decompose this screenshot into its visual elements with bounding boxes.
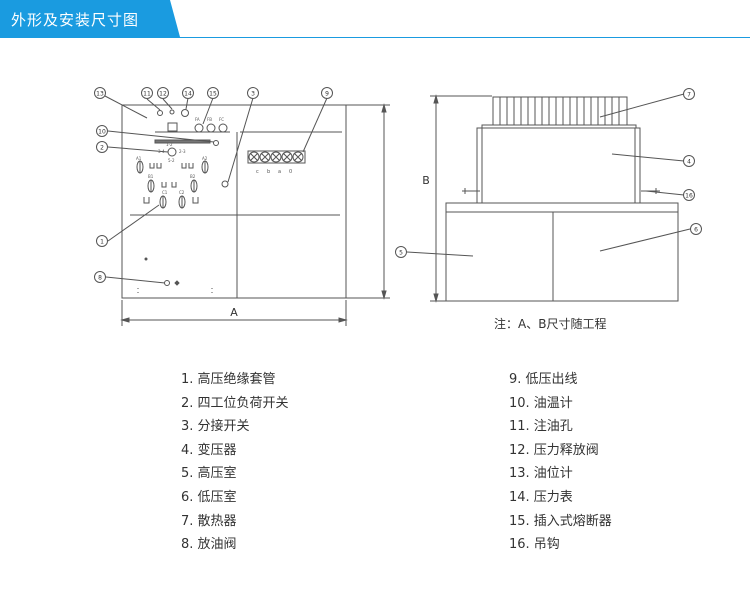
callout-13: 13	[96, 91, 104, 98]
callout-5: 5	[399, 250, 403, 257]
base-rail	[445, 202, 679, 213]
header-title: 外形及安装尺寸图	[11, 11, 140, 29]
legend-left: 1. 高压绝缘套管 2. 四工位负荷开关 3. 分接开关 4. 变压器 5. 高…	[181, 368, 289, 557]
legend-item: 12. 压力释放阀	[509, 442, 599, 458]
switch-label-b2: B2	[190, 174, 196, 179]
switch-label-c2: C2	[179, 190, 185, 195]
legend-item: 9. 低压出线	[509, 372, 578, 387]
legend-item: 3. 分接开关	[181, 419, 250, 435]
header-tab-shape	[0, 0, 180, 37]
low-voltage-outlets	[247, 150, 306, 164]
callout-4: 4	[687, 159, 691, 166]
drain-valve-icon	[164, 280, 170, 286]
fuse-a-icon	[194, 123, 204, 133]
callout-3: 3	[251, 91, 255, 98]
fuse-b-label: FB	[207, 117, 212, 122]
fuse-c-label: FC	[219, 117, 224, 122]
callout-16: 16	[685, 193, 693, 200]
front-callouts	[94, 87, 333, 283]
tank-top-flange	[481, 124, 637, 129]
legend-item: 15. 插入式熔断器	[509, 513, 612, 529]
fuse-c-icon	[218, 123, 228, 133]
switch-label-c1: C1	[162, 190, 168, 195]
side-view: 7 4 16 5 6 B	[395, 88, 702, 303]
oil-level-gauge-icon	[167, 122, 178, 132]
legend-item: 6. 低压室	[181, 489, 237, 505]
fuse-a-label: FA	[195, 117, 200, 122]
callout-6: 6	[694, 227, 698, 234]
oil-fill-hole-icon	[157, 110, 163, 116]
dimension-a-label: A	[230, 306, 238, 319]
switch-row-2	[147, 179, 198, 193]
height-dimension-b	[430, 94, 492, 303]
front-height-dimension	[346, 103, 390, 300]
callout-11: 11	[143, 91, 151, 98]
oil-thermometer-icon	[213, 140, 219, 146]
callout-14: 14	[184, 91, 192, 98]
dimension-note: 注：A、B尺寸随工程	[494, 317, 607, 331]
bushing-label-b: b	[267, 169, 270, 175]
switch-row-3	[143, 195, 199, 209]
switch-label-b1: B1	[148, 174, 154, 179]
legend-right: 9. 低压出线 10. 油温计 11. 注油孔 12. 压力释放阀 13. 油位…	[509, 368, 612, 557]
four-position-switch-icon	[167, 147, 177, 157]
header-tab: 外形及安装尺寸图	[0, 0, 180, 38]
callout-15: 15	[209, 91, 217, 98]
side-leader-lines	[406, 93, 691, 257]
callout-9: 9	[325, 91, 329, 98]
side-callouts	[395, 88, 702, 258]
pressure-relief-valve-icon	[169, 109, 175, 115]
callout-1: 1	[100, 239, 104, 246]
bushing-label-0: 0	[289, 169, 292, 175]
bushing-label-a: a	[278, 169, 281, 175]
transformer-tank	[476, 127, 641, 204]
callout-2: 2	[100, 145, 104, 152]
switch-label-a1: A1	[136, 156, 142, 161]
legend-item: 5. 高压室	[181, 466, 237, 482]
legend-item: 4. 变压器	[181, 442, 237, 458]
panel-dot	[144, 257, 148, 261]
tap-changer-icon	[221, 180, 229, 188]
callout-10: 10	[98, 129, 106, 136]
switch-row-1	[136, 160, 209, 174]
bushing-label-c: c	[256, 169, 259, 175]
switch-label-a2: A2	[202, 156, 208, 161]
drain-valve-handle-icon	[174, 280, 180, 286]
front-leader-lines	[104, 95, 328, 284]
front-view: FA FB FC 1-2 3-4 2-3 5-2 A1 A2 B1 B2 C1 …	[94, 87, 390, 326]
legend-item: 7. 散热器	[181, 513, 237, 529]
width-dimension	[120, 300, 348, 326]
lifting-hooks	[462, 188, 660, 194]
header-underline	[0, 37, 750, 38]
legend-item: 14. 压力表	[509, 489, 573, 505]
legend-item: 16. 吊钩	[509, 537, 560, 553]
legend-item: 1. 高压绝缘套管	[181, 372, 276, 387]
pressure-gauge-icon	[181, 109, 189, 117]
legend-item: 13. 油位计	[509, 466, 573, 482]
callout-12: 12	[159, 91, 167, 98]
callout-7: 7	[687, 92, 691, 99]
lower-cabinet	[445, 211, 679, 302]
panel-marks	[137, 288, 213, 293]
legend-item: 11. 注油孔	[509, 419, 573, 435]
legend-item: 10. 油温计	[509, 395, 573, 411]
tap-label-1: 1-2	[166, 142, 173, 147]
tap-label-4: 5-2	[168, 158, 175, 163]
radiator-fins	[492, 96, 628, 126]
tap-label-3: 2-3	[179, 149, 186, 154]
fuse-b-icon	[206, 123, 216, 133]
callout-8: 8	[98, 275, 102, 282]
legend-item: 8. 放油阀	[181, 537, 237, 553]
legend-item: 2. 四工位负荷开关	[181, 395, 289, 411]
dimension-b-label: B	[422, 174, 430, 187]
front-cabinet-outline	[121, 104, 347, 299]
